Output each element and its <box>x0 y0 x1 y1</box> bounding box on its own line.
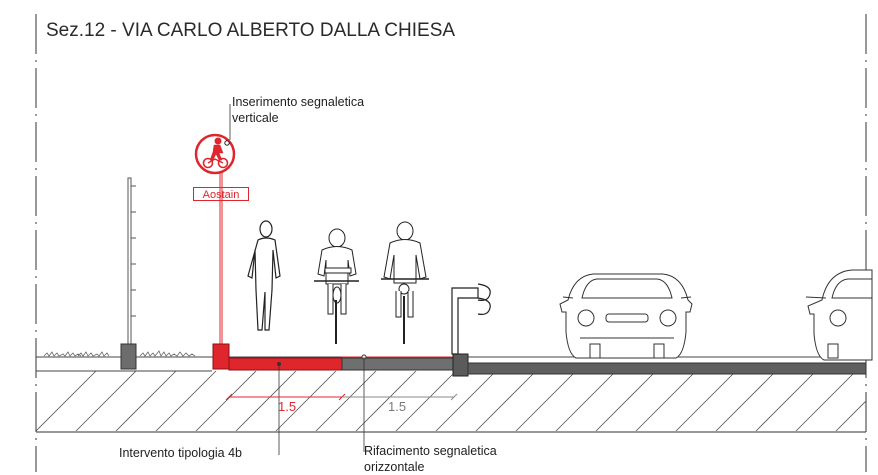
dimension-line-gray <box>342 393 458 401</box>
car-front-view-2 <box>805 269 873 361</box>
sign-note-line1: Inserimento segnaletica <box>232 95 365 109</box>
page-title: Sez.12 - VIA CARLO ALBERTO DALLA CHIESA <box>46 20 456 41</box>
cycle-lane-curb <box>212 343 230 370</box>
separator-curb <box>452 353 469 377</box>
cyclist-figure-1 <box>314 228 359 344</box>
resurfaced-lane <box>341 357 455 371</box>
sign-note-line2: verticale <box>232 111 279 125</box>
intervention-label: Intervento tipologia 4b <box>119 446 243 460</box>
car-front-view <box>559 273 693 359</box>
cycle-lane-slab <box>228 357 343 371</box>
sign-caption: Aostain <box>193 187 249 201</box>
pedestrian-figure <box>247 220 281 331</box>
traffic-separator-post <box>451 283 491 355</box>
leader-lines <box>229 104 365 455</box>
frame-border <box>35 14 867 472</box>
cyclist-figure-2 <box>381 221 429 344</box>
ground-hatch <box>36 371 866 431</box>
fence-post <box>127 177 136 345</box>
grass <box>43 350 196 357</box>
dimension-label-red: 1.5 <box>278 399 297 414</box>
fence-footing <box>120 343 137 370</box>
dimension-label-gray: 1.5 <box>388 399 407 414</box>
markings-label-line2: orizzontale <box>364 460 425 474</box>
roadway <box>467 362 867 375</box>
markings-label-line1: Rifacimento segnaletica <box>364 444 497 458</box>
